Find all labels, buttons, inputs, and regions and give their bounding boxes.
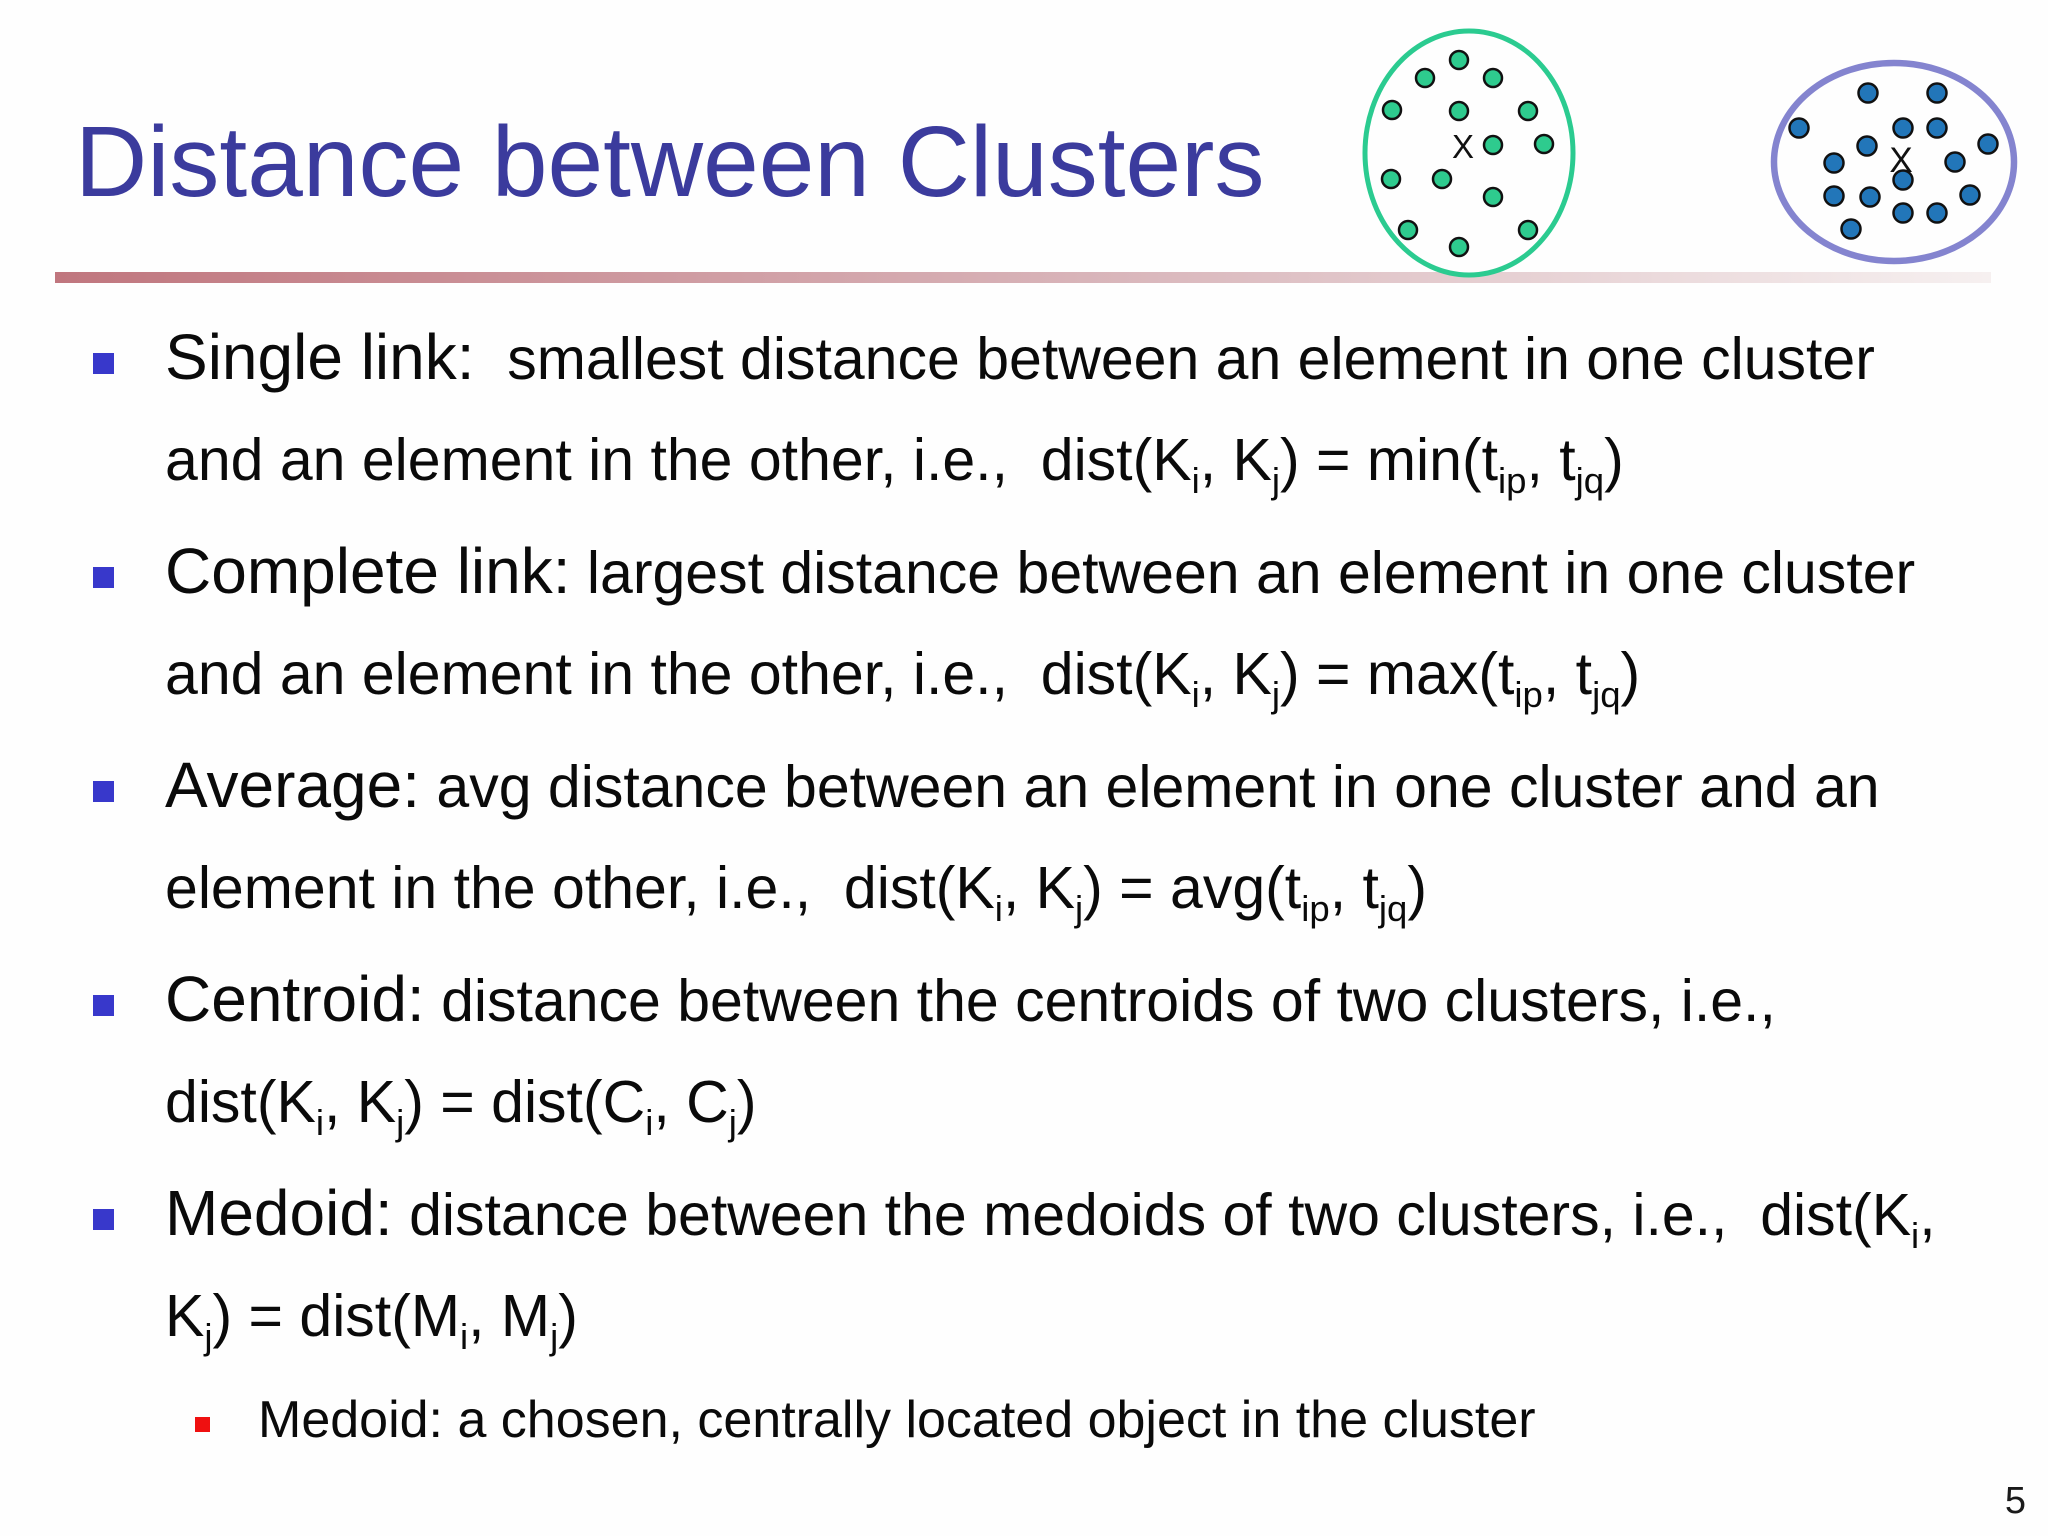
bullet-item: Complete link: largest distance between … xyxy=(90,521,1937,725)
cluster-dot xyxy=(1944,151,1966,173)
cluster-dot xyxy=(1892,169,1914,191)
cluster-dot xyxy=(1448,236,1470,258)
bullet-body: avg distance between an element in one c… xyxy=(165,754,1880,929)
bullet-square-icon xyxy=(93,995,114,1016)
cluster-dot xyxy=(1959,184,1981,206)
bullet-list: Single link: smallest distance between a… xyxy=(90,307,1937,1473)
cluster-dot xyxy=(1381,99,1403,121)
sub-bullet-square-icon xyxy=(195,1417,210,1432)
cluster-dot xyxy=(1892,202,1914,224)
bullet-header: Complete link: xyxy=(165,535,571,607)
bullet-item: Average: avg distance between an element… xyxy=(90,735,1937,939)
cluster-dot xyxy=(1431,168,1453,190)
cluster-dot xyxy=(1859,186,1881,208)
cluster-dot xyxy=(1926,117,1948,139)
bullet-body: largest distance between an element in o… xyxy=(165,540,1916,715)
bullet-text: Medoid: a chosen, centrally located obje… xyxy=(258,1377,1937,1463)
cluster-dot xyxy=(1482,186,1504,208)
cluster-dot xyxy=(1823,185,1845,207)
page-title: Distance between Clusters xyxy=(75,106,1265,218)
cluster-center-x-label: X xyxy=(1889,141,1912,180)
cluster-dot xyxy=(1892,117,1914,139)
cluster-dot xyxy=(1926,202,1948,224)
cluster-dot xyxy=(1977,133,1999,155)
bullet-text: Medoid: distance between the medoids of … xyxy=(165,1163,1937,1367)
bullet-item: Single link: smallest distance between a… xyxy=(90,307,1937,511)
bullet-square-icon xyxy=(93,1209,114,1230)
cluster-dot xyxy=(1482,134,1504,156)
cluster-dot xyxy=(1926,82,1948,104)
bullet-square-icon xyxy=(93,567,114,588)
cluster-dot xyxy=(1448,100,1470,122)
cluster-dot xyxy=(1448,49,1470,71)
cluster-dot xyxy=(1517,100,1539,122)
bullet-header: Medoid: xyxy=(165,1177,393,1249)
green-cluster-outline xyxy=(1362,28,1576,278)
bullet-square-icon xyxy=(93,781,114,802)
sub-bullet-item: Medoid: a chosen, centrally located obje… xyxy=(90,1377,1937,1463)
bullet-text: Centroid: distance between the centroids… xyxy=(165,949,1937,1153)
bullet-text: Average: avg distance between an element… xyxy=(165,735,1937,939)
cluster-dot xyxy=(1397,219,1419,241)
cluster-dot xyxy=(1788,117,1810,139)
cluster-dot xyxy=(1840,218,1862,240)
bullet-item: Centroid: distance between the centroids… xyxy=(90,949,1937,1153)
blue-cluster-outline xyxy=(1770,59,2018,265)
cluster-center-x-label: X xyxy=(1452,128,1474,165)
bullet-header: Average: xyxy=(165,749,420,821)
bullet-header: Centroid: xyxy=(165,963,425,1035)
cluster-dot xyxy=(1380,168,1402,190)
bullet-square-icon xyxy=(93,353,114,374)
bullet-text: Single link: smallest distance between a… xyxy=(165,307,1937,511)
bullet-header: Single link: xyxy=(165,321,475,393)
bullet-body: smallest distance between an element in … xyxy=(165,326,1875,501)
bullet-body: Medoid: a chosen, centrally located obje… xyxy=(258,1391,1536,1449)
bullet-item: Medoid: distance between the medoids of … xyxy=(90,1163,1937,1367)
cluster-dot xyxy=(1823,152,1845,174)
cluster-dot xyxy=(1414,67,1436,89)
cluster-dot xyxy=(1856,135,1878,157)
cluster-dot xyxy=(1517,219,1539,241)
bullet-body: distance between the centroids of two cl… xyxy=(165,968,1776,1143)
blue-cluster: X xyxy=(1770,59,2018,265)
cluster-dot xyxy=(1857,82,1879,104)
bullet-text: Complete link: largest distance between … xyxy=(165,521,1937,725)
cluster-dot xyxy=(1533,133,1555,155)
cluster-dot xyxy=(1482,67,1504,89)
page-number: 5 xyxy=(2004,1480,2026,1522)
green-cluster: X xyxy=(1362,28,1576,278)
bullet-body: distance between the medoids of two clus… xyxy=(165,1182,1936,1357)
title-rule xyxy=(55,272,1991,283)
